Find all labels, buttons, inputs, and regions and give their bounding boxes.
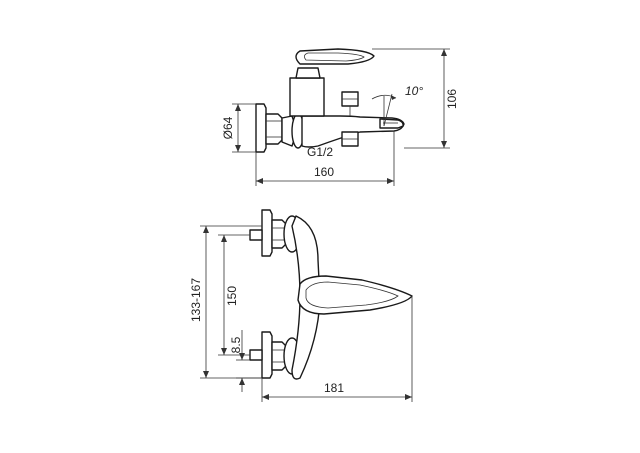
wall-flange <box>255 103 267 153</box>
dim-front-width-label: 181 <box>324 381 344 395</box>
cartridge-cap <box>295 67 321 79</box>
top-stub <box>249 229 263 241</box>
dim-center-range-label: 133-167 <box>189 278 203 322</box>
dim-angle-label: 10° <box>405 84 423 98</box>
dim-height-label: 106 <box>445 89 459 109</box>
flange-nut <box>265 113 283 145</box>
top-flange <box>261 209 273 257</box>
dim-width-label: 160 <box>314 165 334 179</box>
side-view: 106 Ø64 160 G1/2 10° <box>221 48 459 186</box>
dim-offset-label: 8.5 <box>229 336 243 353</box>
front-view: 133-167 150 8.5 181 <box>189 209 413 402</box>
cartridge-column <box>289 77 325 117</box>
spout-tip <box>379 118 404 129</box>
bottom-flange <box>261 331 273 379</box>
bottom-stub <box>249 349 263 361</box>
dim-flange-label: Ø64 <box>221 116 235 139</box>
dim-center-label: 150 <box>225 286 239 306</box>
dim-thread-label: G1/2 <box>307 145 333 159</box>
